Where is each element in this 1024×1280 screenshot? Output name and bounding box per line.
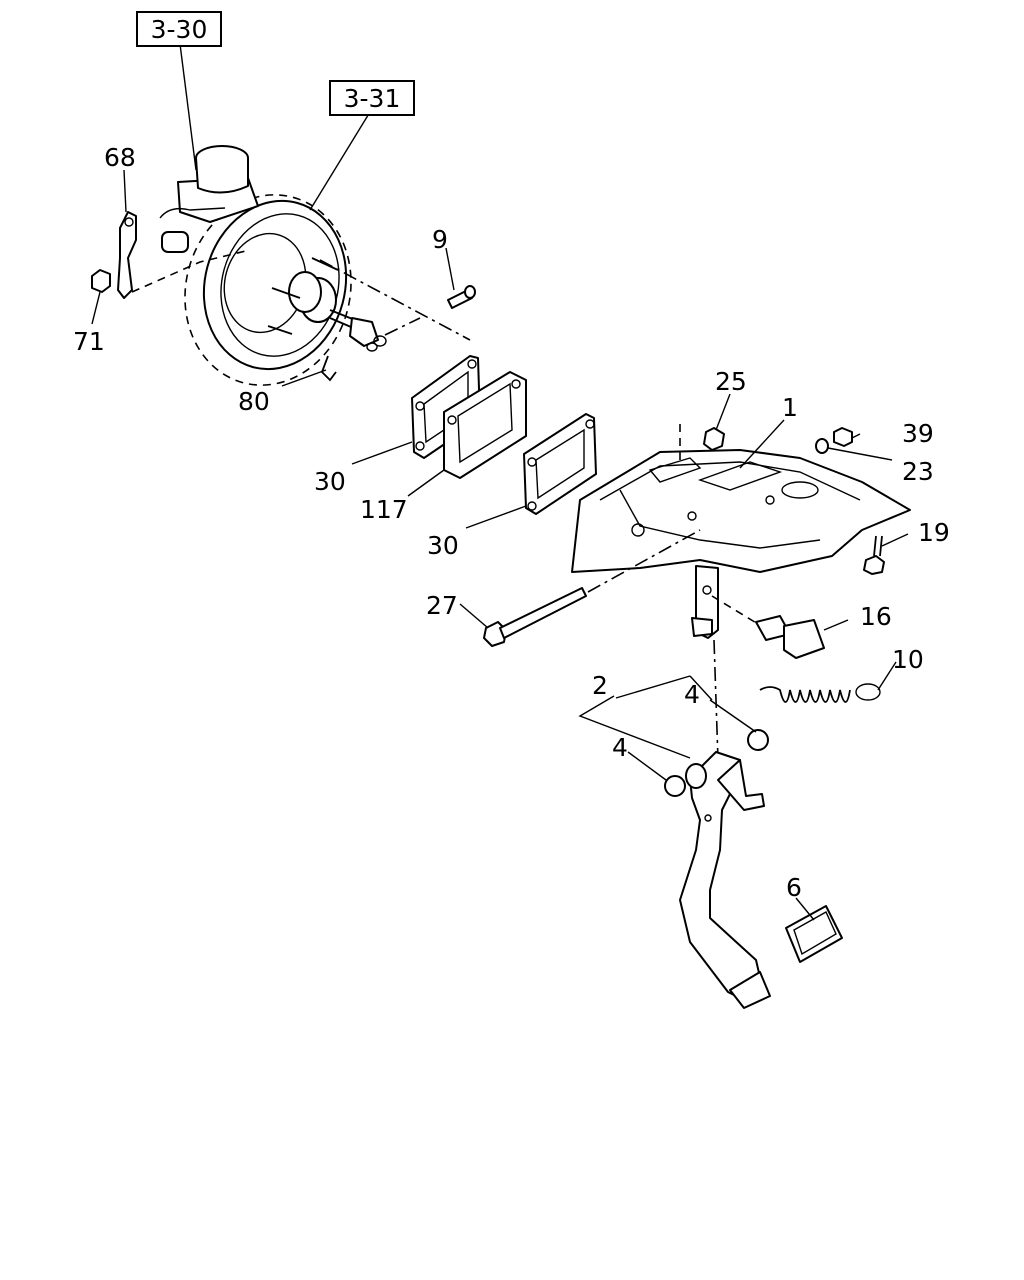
nut-part-71 [91,269,111,293]
nut-part-25 [679,424,725,466]
callout-39: 39 [902,419,934,448]
spring-part-10 [759,683,881,703]
callout-80: 80 [238,387,270,416]
brake-booster-assembly [159,145,387,386]
callout-2: 2 [592,671,608,700]
clip-part-80 [320,355,337,382]
callout-4-lower: 4 [612,733,628,762]
callout-23: 23 [902,457,934,486]
bracket-part-68 [117,211,251,299]
gasket-part-30-lower [523,413,597,515]
callout-4-upper: 4 [684,680,700,709]
bushing-part-4-upper [747,729,769,751]
callout-labels: 68 71 9 80 30 117 30 25 1 39 23 19 27 16… [73,143,950,902]
pedal-pad-part-6 [785,905,843,963]
bushing-part-4-lower [664,775,686,797]
callout-10: 10 [892,645,924,674]
callout-71: 71 [73,327,105,356]
callout-9: 9 [432,225,448,254]
nut-part-39 [833,427,853,447]
callout-6: 6 [786,873,802,902]
callout-1: 1 [782,393,798,422]
pin-part-9 [447,285,476,309]
pedal-arm-part-2 [679,751,771,1009]
callout-117: 117 [360,495,408,524]
callout-27: 27 [426,591,458,620]
switch-part-16 [711,595,825,659]
callout-25: 25 [715,367,747,396]
leader-lines [91,43,909,921]
callout-30-upper: 30 [314,467,346,496]
callout-16: 16 [860,602,892,631]
washer-part-23 [815,438,829,454]
bolt-part-19 [863,535,885,575]
bolt-part-27 [483,529,701,647]
reference-label-3-30: 3-30 [151,15,208,44]
callout-68: 68 [104,143,136,172]
reference-box-3-30[interactable]: 3-30 [136,11,222,47]
callout-30-lower: 30 [427,531,459,560]
reference-label-3-31: 3-31 [344,84,401,113]
reference-box-3-31[interactable]: 3-31 [329,80,415,116]
callout-19: 19 [918,518,950,547]
pedal-bracket-part-1 [571,449,911,639]
